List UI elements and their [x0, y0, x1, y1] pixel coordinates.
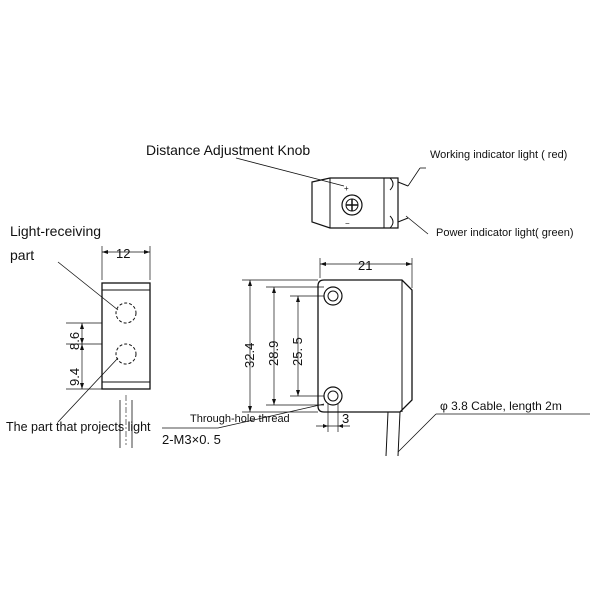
svg-text:−: − — [345, 219, 350, 228]
mounting-hole-bottom — [323, 386, 343, 406]
top-view: + − — [235, 157, 429, 235]
side-view — [162, 258, 590, 457]
dim-hole-offset: 3 — [342, 411, 349, 426]
dim-height-outer: 32.4 — [242, 343, 257, 368]
dim-height-inner: 25. 5 — [290, 337, 305, 366]
dim-height-mid: 28.9 — [266, 341, 281, 366]
svg-text:+: + — [344, 184, 349, 193]
power-light-label: Power indicator light( green) — [436, 227, 574, 239]
dim-front-width: 12 — [116, 246, 130, 261]
dim-upper-lens: 8.6 — [67, 332, 82, 350]
working-light-label: Working indicator light ( red) — [430, 149, 567, 161]
cable-label: φ 3.8 Cable, length 2m — [440, 399, 562, 413]
projects-light-label: The part that projects light — [6, 420, 151, 434]
receiving-lens — [115, 302, 137, 324]
knob-label: Distance Adjustment Knob — [146, 142, 310, 158]
light-receiving-label-part: part — [10, 247, 34, 263]
mounting-hole-top — [323, 286, 343, 306]
thread-spec-label: 2-M3×0. 5 — [162, 432, 221, 447]
adjustment-knob-icon — [341, 194, 363, 216]
through-hole-label: Through-hole thread — [190, 413, 290, 425]
light-receiving-label: Light-receiving — [10, 223, 101, 239]
projecting-lens — [115, 343, 137, 365]
dim-side-width: 21 — [358, 258, 372, 273]
front-view — [57, 246, 151, 448]
dim-lower-lens: 9.4 — [67, 368, 82, 386]
